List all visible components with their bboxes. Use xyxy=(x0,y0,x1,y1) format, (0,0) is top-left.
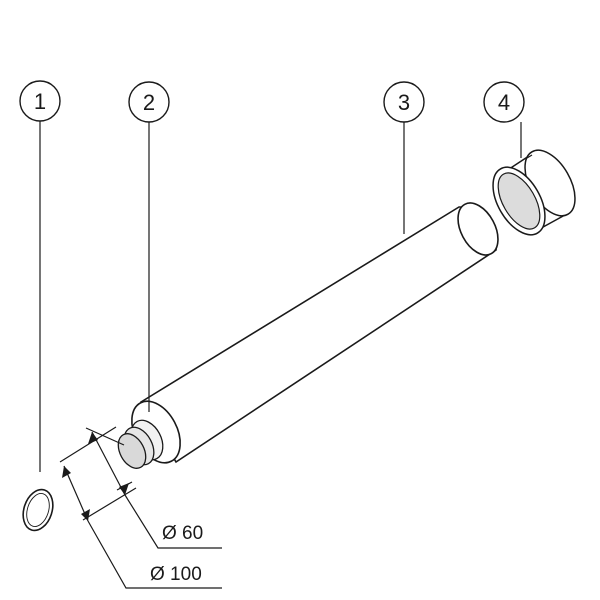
callout-3: 3 xyxy=(383,81,425,123)
dimension-outer-diameter xyxy=(59,426,222,589)
part-2-inner-tube xyxy=(117,419,164,469)
dimension-inner-diameter-label: Ø 60 xyxy=(162,523,203,544)
callout-1: 1 xyxy=(19,80,61,122)
part-4-coupling-collar xyxy=(492,149,576,236)
part-3-pipe-body xyxy=(131,202,499,464)
callout-1-label: 1 xyxy=(34,89,46,114)
dimension-outer-diameter-label: Ø 100 xyxy=(150,564,202,585)
leader-lines xyxy=(39,120,522,472)
callout-2: 2 xyxy=(128,81,170,123)
part-1-seal-ring xyxy=(22,488,54,532)
callout-4: 4 xyxy=(483,81,525,123)
callout-2-label: 2 xyxy=(143,90,155,115)
callout-3-label: 3 xyxy=(398,90,410,115)
dimension-inner-diameter xyxy=(85,427,222,549)
callout-4-label: 4 xyxy=(498,90,510,115)
